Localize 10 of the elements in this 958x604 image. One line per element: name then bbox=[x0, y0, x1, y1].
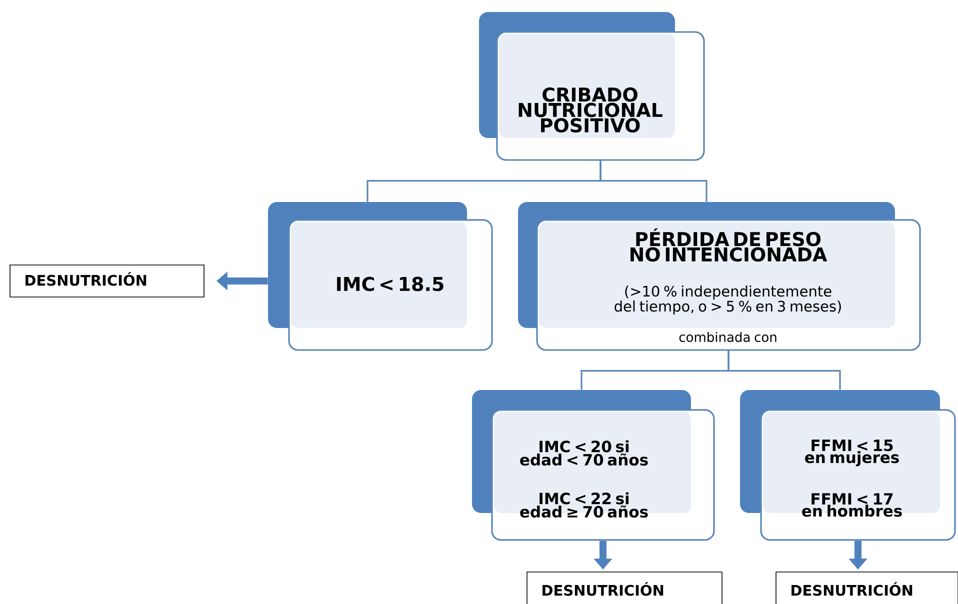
card-box: CRIBADO NUTRICIONAL POSITIVO bbox=[479, 12, 705, 161]
connector-line bbox=[728, 350, 841, 390]
result-box: DESNUTRICIÓN bbox=[10, 264, 204, 298]
card-box: FFMI < 15 en mujeres FFMI < 17 en hombres bbox=[740, 390, 956, 541]
card-box: IMC < 20 si edad < 70 años IMC < 22 si edad ≥ 70 años bbox=[472, 390, 715, 541]
connector-line bbox=[600, 160, 708, 202]
card-box: PÉRDIDA DE PESO NO INTENCIONADA (>10 % independientemente del tiempo, o > 5 % en 3 meses) combinada con bbox=[518, 202, 921, 351]
result-box: DESNUTRICIÓN bbox=[526, 572, 722, 604]
result-box: DESNUTRICIÓN bbox=[776, 572, 958, 604]
card-box: IMC < 18.5 bbox=[268, 202, 493, 351]
